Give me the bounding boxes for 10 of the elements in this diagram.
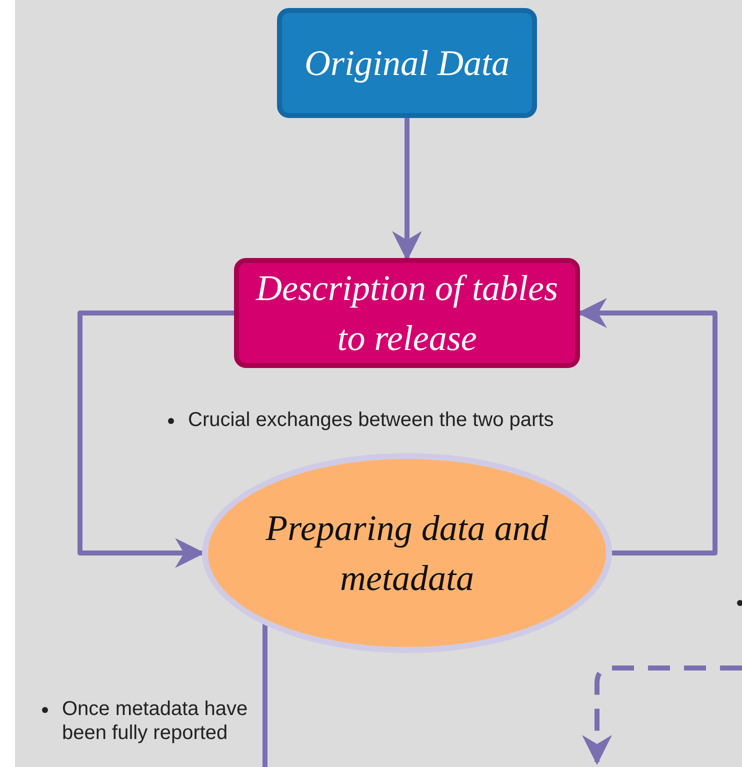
- node-label: Description of tables to release: [254, 267, 559, 360]
- process-box: [234, 258, 580, 368]
- process-box: [277, 8, 537, 118]
- connector-line: [262, 622, 268, 767]
- note-text: Once metadata have been fully reported: [62, 697, 249, 745]
- arrow: [392, 118, 422, 261]
- node-label: Original Data: [303, 42, 510, 85]
- node-label: Preparing data and metadata: [264, 507, 550, 600]
- arrow: [78, 310, 234, 568]
- note-text: Crucial exchanges between the two parts: [188, 408, 555, 432]
